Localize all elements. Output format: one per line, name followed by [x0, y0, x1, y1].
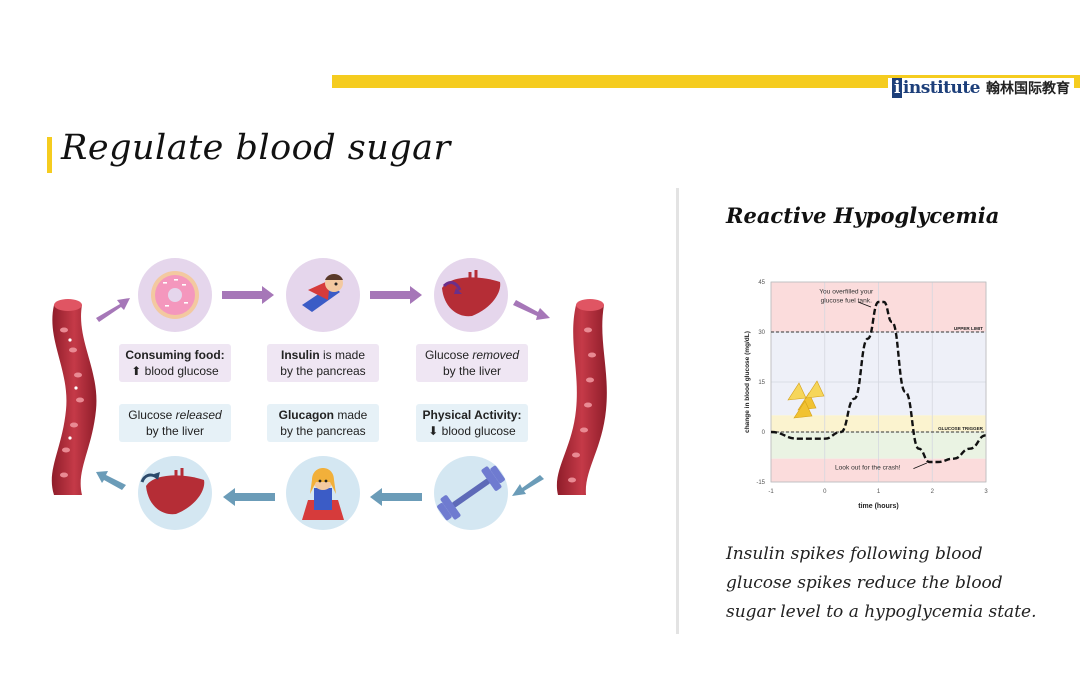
insulin-hero-icon	[302, 274, 343, 312]
step-line-bold: Consuming food:	[125, 348, 225, 362]
chart-annotation: Look out for the crash!	[835, 465, 901, 472]
chart-svg: UPPER LIMIT GLUCOSE TRIGGER -1 0 1 2 3 -15 0 15 30…	[744, 280, 988, 510]
arrow-icon	[512, 475, 544, 496]
arrow-icon	[96, 471, 126, 490]
step-glucose-released: Glucose released by the liver	[119, 404, 231, 442]
hypoglycemia-chart: UPPER LIMIT GLUCOSE TRIGGER -1 0 1 2 3 -15 0 15 30…	[735, 272, 995, 520]
chart-x-tick-label: 2	[931, 489, 935, 495]
chart-heading: Reactive Hypoglycemia	[726, 203, 1000, 228]
chart-annotation-arrow	[857, 301, 872, 308]
bottom-flow-arrows	[96, 471, 544, 506]
arrow-icon	[96, 298, 130, 322]
logo-chinese-text: 翰林国际教育	[986, 81, 1070, 97]
arrow-icon	[513, 300, 550, 320]
step-line: by the pancreas	[280, 424, 366, 438]
step-line: ⬇ blood glucose	[428, 424, 516, 438]
chart-x-axis-label: time (hours)	[858, 503, 898, 510]
step-line: ⬆ blood glucose	[131, 364, 219, 378]
glucagon-hero-icon	[302, 468, 344, 520]
liver-icon	[140, 468, 205, 515]
glucose-regulation-diagram: Consuming food: ⬆ blood glucose Insulin …	[40, 250, 620, 540]
step-glucose-removed: Glucose removed by the liver	[416, 344, 528, 382]
step-line-rest: is made	[319, 348, 366, 362]
column-divider	[676, 188, 679, 634]
chart-x-tick-label: 3	[984, 489, 988, 495]
chart-series-line	[770, 300, 987, 464]
chart-y-tick-label: 0	[762, 430, 766, 436]
liver-icon	[442, 270, 501, 317]
step-line-pre: Glucose	[128, 408, 176, 422]
step-line-bold: Physical Activity:	[422, 408, 522, 422]
step-line-italic: removed	[472, 348, 520, 362]
step-line-italic: released	[175, 408, 222, 422]
chart-frame	[770, 281, 987, 483]
chart-y-tick-label: 45	[758, 280, 765, 286]
chart-y-tick-label: 30	[758, 330, 765, 336]
donut-icon	[151, 271, 199, 319]
step-line: by the pancreas	[280, 364, 366, 378]
step-line: by the liver	[442, 364, 502, 378]
chart-caption: Insulin spikes following blood glucose s…	[726, 544, 1037, 622]
blood-vessel-right-icon	[556, 299, 607, 495]
chart-annotation: You overfilled your	[819, 289, 874, 296]
step-line-bold: Glucagon	[278, 408, 334, 422]
chart-y-tick-label: 15	[758, 380, 765, 386]
chart-y-axis-label: change in blood glucose (mg/dL)	[744, 331, 751, 433]
step-line-pre: Glucose	[424, 348, 473, 362]
step-physical-activity: Physical Activity: ⬇ blood glucose	[416, 404, 528, 442]
title-accent-bar	[47, 137, 52, 173]
arrow-icon	[370, 286, 422, 304]
chart-y-tick-label: -15	[756, 480, 765, 486]
chart-annotation: glucose fuel tank.	[821, 298, 872, 305]
chart-x-tick-label: 0	[823, 489, 827, 495]
step-consuming-food: Consuming food: ⬆ blood glucose	[119, 344, 231, 382]
step-line: by the liver	[145, 424, 205, 438]
chart-x-tick-label: 1	[877, 489, 881, 495]
top-flow-arrows	[96, 286, 550, 322]
diagram-graphics	[51, 258, 607, 530]
chart-reference-label: GLUCOSE TRIGGER	[938, 426, 984, 431]
chart-reference-label: UPPER LIMIT	[954, 326, 983, 331]
step-glucagon: Glucagon made by the pancreas	[267, 404, 379, 442]
step-line-rest: made	[333, 408, 368, 422]
tortilla-chips-icon	[787, 380, 825, 419]
step-line-bold: Insulin	[280, 348, 320, 362]
arrow-icon	[370, 488, 422, 506]
dumbbell-icon	[437, 465, 505, 521]
arrow-icon	[222, 286, 274, 304]
chart-x-tick-label: -1	[768, 489, 774, 495]
chart-annotation-arrow	[913, 462, 928, 470]
page-title: Regulate blood sugar	[61, 128, 451, 168]
blood-vessel-left-icon	[51, 299, 97, 495]
step-insulin: Insulin is made by the pancreas	[267, 344, 379, 382]
arrow-icon	[223, 488, 275, 506]
